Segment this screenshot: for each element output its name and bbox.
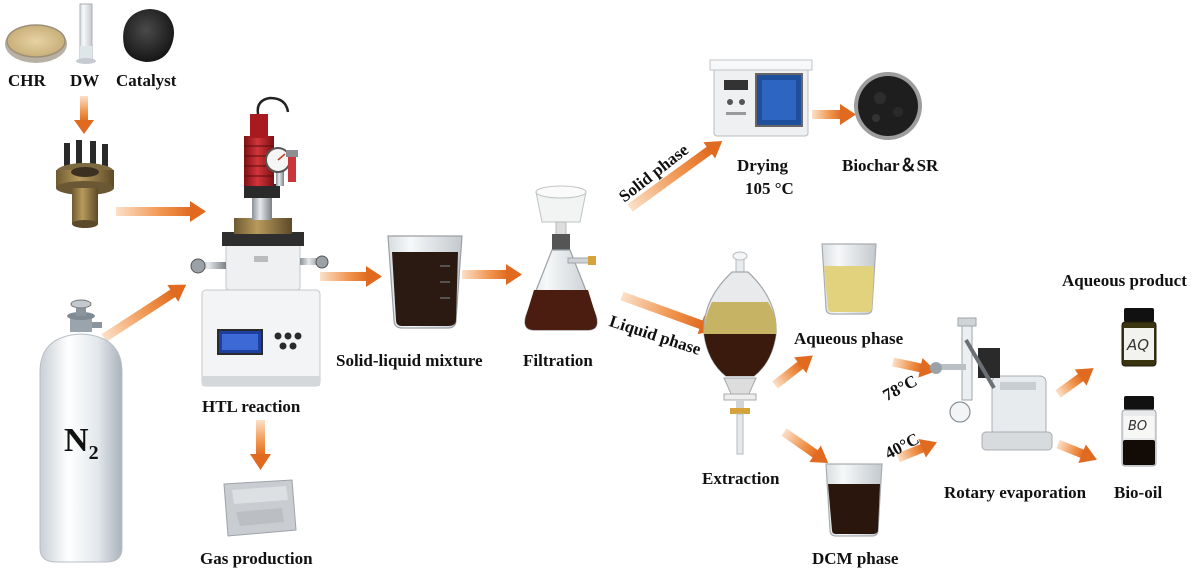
vial-bo-text: BO: [1128, 419, 1148, 434]
dcm-phase-label: DCM phase: [812, 549, 899, 568]
aqueous-beaker-icon: [821, 243, 877, 315]
catalyst-label: Catalyst: [116, 71, 177, 90]
reactor-lid-icon: [56, 140, 114, 228]
arrow-aqueous-to-evaporator: [892, 357, 937, 378]
n2-label: N2: [64, 424, 99, 463]
arrow-evaporator-to-bio-oil: [1056, 439, 1097, 464]
arrow-dw-to-lid: [74, 96, 94, 134]
arrow-n2-to-reactor: [101, 284, 187, 342]
aq-vial-icon: [1121, 308, 1157, 367]
solid-liquid-mixture-label: Solid-liquid mixture: [336, 351, 483, 370]
n2-cylinder-icon: [39, 299, 123, 563]
arrow-oven-to-biochar: [812, 104, 856, 125]
n2-subscript: 2: [88, 441, 99, 464]
cylinder-icon: [76, 3, 96, 64]
biochar-dish-icon: [854, 72, 922, 140]
rotary-evaporator-icon: [930, 317, 1053, 451]
filtration-flask-icon: [524, 185, 598, 331]
aqueous-product-label: Aqueous product: [1062, 271, 1187, 290]
extraction-label: Extraction: [702, 469, 780, 488]
arrow-dcm-to-evaporator: [896, 438, 937, 463]
arrow-funnel-to-aqueous: [772, 355, 813, 389]
aqueous-phase-label: Aqueous phase: [794, 329, 904, 348]
drying-oven-icon: [709, 59, 813, 137]
rotary-evaporation-label: Rotary evaporation: [944, 483, 1087, 502]
vial-aq-text: AQ: [1127, 336, 1150, 354]
gas-bag-icon: [223, 479, 297, 537]
htl-reaction-label: HTL reaction: [202, 397, 301, 416]
arrow-beaker-to-filtration: [462, 264, 522, 285]
bio-oil-label: Bio-oil: [1114, 483, 1163, 502]
dcm-beaker-icon: [825, 463, 883, 537]
petri-dish-icon: [5, 24, 67, 63]
arrow-evaporator-to-aqueous-product: [1055, 368, 1094, 398]
beaker-icon: [387, 235, 463, 329]
arrow-funnel-to-dcm: [781, 428, 829, 463]
separatory-funnel-icon: [703, 251, 777, 455]
gas-production-label: Gas production: [200, 549, 313, 568]
n2-main-text: N: [64, 422, 89, 459]
arrow-reactor-to-beaker: [320, 266, 382, 287]
biochar-sr-label: Biochar＆SR: [842, 156, 939, 175]
drying-label: Drying: [737, 156, 788, 175]
filtration-label: Filtration: [523, 351, 593, 370]
drying-temp-label: 105 °C: [745, 179, 794, 198]
bo-vial-icon: [1121, 396, 1157, 467]
arrow-solid-phase: [627, 140, 723, 212]
chr-label: CHR: [8, 71, 46, 90]
arrow-reactor-to-gas: [250, 420, 271, 470]
dw-label: DW: [70, 71, 100, 90]
catalyst-powder-icon: [123, 9, 174, 62]
htl-reactor-icon: [190, 96, 329, 387]
arrow-lid-to-reactor: [116, 201, 206, 222]
